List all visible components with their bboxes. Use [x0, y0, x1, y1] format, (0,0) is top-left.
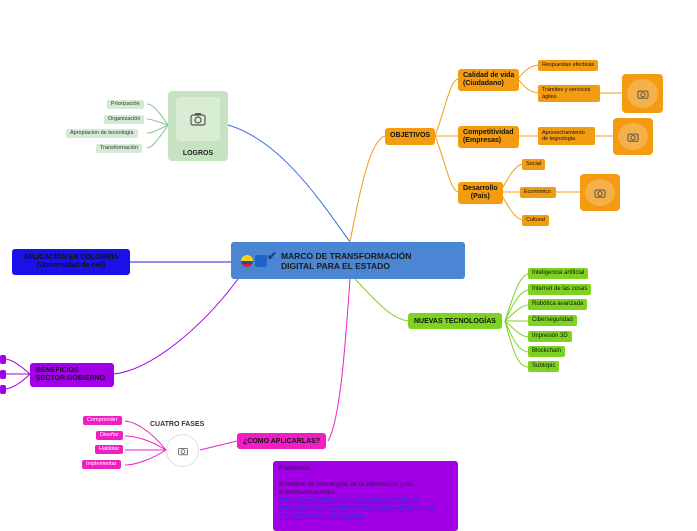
- tech-internet-cosas[interactable]: Internet de las cosas: [528, 284, 592, 295]
- referencia-text: Ministerio de tecnologías de la informac…: [279, 481, 414, 496]
- beneficio-leaf-2[interactable]: [0, 370, 6, 379]
- central-title-line2: DIGITAL PARA EL ESTADO: [281, 260, 390, 271]
- tech-inteligencia-artificial[interactable]: Inteligencia artificial: [528, 268, 589, 279]
- cuatro-fases-title: CUATRO FASES: [150, 421, 205, 428]
- objetivo-calidad-vida[interactable]: Calidad de vida (Ciudadano): [458, 69, 520, 91]
- camera-icon: [594, 189, 606, 198]
- tech-impresion-3d[interactable]: Impresión 3D: [528, 331, 572, 342]
- leaf-respuestas-efectivas[interactable]: Respuestas efectivas: [538, 60, 599, 71]
- calidad-vida-line2: (Ciudadano): [463, 80, 504, 87]
- logros-item-transformacion[interactable]: Transformación: [96, 144, 143, 153]
- aplicacion-colombia-node[interactable]: APLICACIÓN EN COLOMBIA (Universidad de c…: [12, 249, 130, 275]
- referencia-note[interactable]: Referencia Ministerio de tecnologías de …: [273, 461, 458, 531]
- mintic-logo-icon: [255, 255, 267, 267]
- tech-blockchain[interactable]: Blockchain: [528, 346, 566, 357]
- tech-subtopic[interactable]: Subtopic: [528, 361, 560, 372]
- logros-node[interactable]: LOGROS: [168, 91, 228, 161]
- aplicacion-line2: (Universidad de cali): [36, 262, 106, 269]
- fase-comprender[interactable]: Comprender: [83, 416, 122, 425]
- calidad-vida-line1: Calidad de vida: [463, 71, 515, 79]
- desarrollo-line1: Desarrollo: [463, 184, 498, 192]
- camera-icon: [627, 133, 639, 142]
- camera-icon: [177, 447, 188, 455]
- leaf-cultural[interactable]: Cultural: [522, 215, 549, 226]
- como-aplicarlas-node[interactable]: ¿COMO APLICARLAS?: [237, 433, 327, 449]
- objetivos-node[interactable]: OBJETIVOS: [385, 128, 436, 145]
- central-topic[interactable]: ✔ MARCO DE TRANSFORMACIÓN DIGITAL PARA E…: [231, 242, 465, 279]
- image-node-tramites[interactable]: [622, 74, 663, 113]
- aplicacion-line1: APLICACIÓN EN COLOMBIA: [23, 254, 119, 261]
- image-placeholder: [618, 123, 648, 150]
- tech-ciberseguridad[interactable]: Ciberseguridad: [528, 315, 577, 326]
- beneficio-leaf-3[interactable]: [0, 385, 6, 394]
- beneficios-line1: BENEFICIOS: [36, 367, 79, 374]
- logros-item-apropiacion[interactable]: Apropiacion de tecnología: [66, 129, 138, 138]
- tech-robotica[interactable]: Robótica avanzada: [528, 299, 588, 310]
- image-placeholder: [627, 79, 658, 108]
- camera-icon: [190, 113, 206, 126]
- referencia-title: Referencia: [279, 465, 310, 472]
- logros-image: [176, 97, 220, 141]
- fase-habilitar[interactable]: Habilitar: [95, 445, 124, 454]
- image-node-aprovechamiento[interactable]: [613, 118, 653, 155]
- fases-image-node[interactable]: [166, 434, 199, 467]
- fase-implementar[interactable]: Implementar: [82, 460, 121, 469]
- camera-icon: [637, 90, 648, 99]
- colombia-flag-icon: [241, 255, 253, 267]
- referencia-link[interactable]: https://www.mintic.gov.co/portal/inicio/…: [279, 497, 436, 520]
- leaf-social[interactable]: Social: [522, 159, 545, 170]
- central-title-line1: MARCO DE TRANSFORMACIÓN: [281, 250, 412, 261]
- connector-lines: [5, 64, 622, 466]
- logros-label: LOGROS: [182, 150, 214, 157]
- image-placeholder: [585, 179, 615, 206]
- logros-item-priorizacion[interactable]: Priorización: [107, 100, 144, 109]
- leaf-tramites-servicios[interactable]: Trámites y servicios ágiles.: [538, 85, 600, 102]
- competitividad-line2: (Empresas): [463, 137, 502, 144]
- leaf-economico[interactable]: Económico: [520, 187, 556, 198]
- objetivo-desarrollo[interactable]: Desarrollo (País): [458, 182, 503, 204]
- logros-item-organizacion[interactable]: Organización: [104, 115, 145, 124]
- check-icon: ✔: [267, 249, 278, 263]
- beneficios-line2: SECTOR GOBIERNO: [36, 375, 106, 382]
- fase-disenar[interactable]: Diseñar: [96, 431, 123, 440]
- leaf-aprovechamiento[interactable]: Aprovechamiento de tegnologia: [538, 127, 595, 145]
- competitividad-line1: Competitividad: [463, 128, 514, 136]
- objetivo-competitividad[interactable]: Competitividad (Empresas): [458, 126, 519, 148]
- nuevas-tecnologias-node[interactable]: NUEVAS TECNOLOGÍAS: [408, 313, 502, 329]
- beneficios-node[interactable]: BENEFICIOS SECTOR GOBIERNO: [30, 363, 114, 387]
- desarrollo-line2: (País): [470, 193, 490, 200]
- beneficio-leaf-1[interactable]: [0, 355, 6, 364]
- image-node-economico[interactable]: [580, 174, 620, 211]
